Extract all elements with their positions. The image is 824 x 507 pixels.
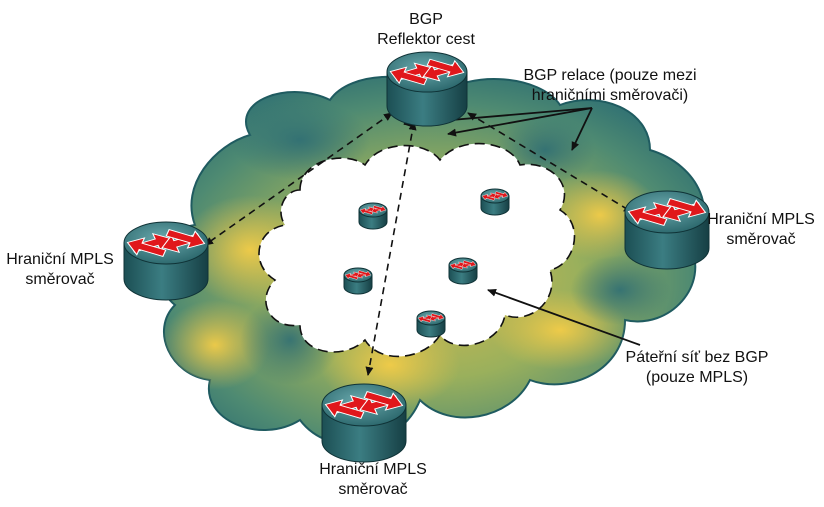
core-router-2 — [480, 188, 510, 216]
core-router-icon — [343, 267, 373, 295]
core-router-icon — [448, 257, 478, 285]
core-line1: Páteřní síť bez BGP — [625, 349, 769, 366]
edge-routers — [123, 51, 710, 463]
sessions-line2: hraničními směrovači) — [531, 87, 689, 104]
sessions-line1: BGP relace (pouze mezi — [523, 67, 697, 84]
core-router-icon — [416, 310, 446, 338]
reflector-line1: BGP — [409, 11, 443, 28]
core-router-5 — [416, 310, 446, 338]
core-router-3 — [343, 267, 373, 295]
router-edge-right — [624, 190, 710, 270]
router-icon — [624, 190, 710, 270]
core-routers — [343, 188, 510, 338]
label-edge-bottom: Hraniční MPLS směrovač — [308, 460, 438, 500]
core-router-1 — [358, 202, 388, 230]
session-left — [204, 112, 393, 246]
session-bottom — [365, 121, 417, 376]
edge-bottom-line2: směrovač — [338, 481, 408, 498]
core-pointer — [487, 288, 641, 346]
bgp-sessions — [204, 112, 633, 376]
label-edge-left: Hraniční MPLS směrovač — [0, 250, 120, 290]
session-right — [467, 112, 633, 213]
reflector-line2: Reflektor cest — [377, 31, 475, 48]
edge-left-line1: Hraniční MPLS — [6, 251, 114, 268]
label-sessions: BGP relace (pouze mezi hraničními směrov… — [510, 66, 710, 106]
router-reflector — [386, 51, 468, 127]
core-router-icon — [358, 202, 388, 230]
router-icon — [321, 383, 407, 463]
label-edge-right: Hraniční MPLS směrovač — [700, 210, 822, 250]
router-edge-left — [123, 221, 209, 301]
core-router-icon — [480, 188, 510, 216]
edge-right-line1: Hraniční MPLS — [707, 211, 815, 228]
router-icon — [123, 221, 209, 301]
edge-right-line2: směrovač — [726, 231, 796, 248]
edge-bottom-line1: Hraniční MPLS — [319, 461, 427, 478]
label-reflector: BGP Reflektor cest — [356, 10, 496, 50]
core-line2: (pouze MPLS) — [645, 369, 749, 386]
core-router-4 — [448, 257, 478, 285]
router-icon — [386, 51, 468, 127]
router-edge-bottom — [321, 383, 407, 463]
label-core: Páteřní síť bez BGP (pouze MPLS) — [612, 348, 782, 388]
edge-left-line2: směrovač — [25, 271, 95, 288]
